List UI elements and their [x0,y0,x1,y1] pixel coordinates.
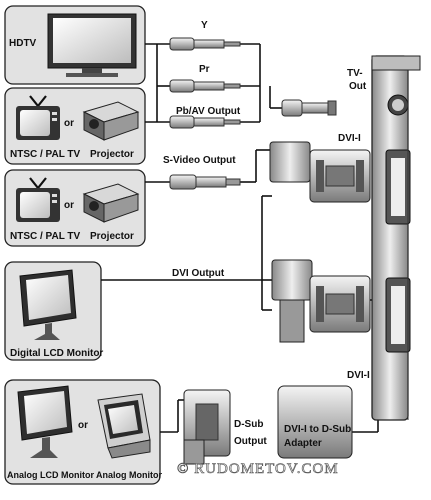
y-label: Y [201,20,208,31]
pb-av-output-label: Pb/AV Output [176,106,241,117]
or-label-1: or [64,118,74,129]
dvi-output-label: DVI Output [172,268,225,279]
dvi-port-bottom [385,277,411,353]
hdtv-icon [47,13,137,77]
rca-plug-pb [169,115,241,129]
digital-lcd-box: Digital LCD Monitor [4,261,103,361]
or-label-3: or [78,420,88,431]
dvi-to-dsub-adapter [277,385,353,459]
rca-plug-y [169,37,241,51]
tv-icon [16,95,60,140]
tv-projector-box-2: or NTSC / PAL TV Projector [4,169,146,247]
tv-label-1: NTSC / PAL TV [10,149,81,160]
rca-plug-pr [169,79,241,93]
dsub-label-2: Output [234,436,267,447]
dvi-port-top [385,149,411,225]
analog-lcd-label: Analog LCD Monitor [7,470,94,480]
tv-out-label-2: Out [349,81,367,92]
watermark-text: © RUDOMETOV.COM [177,461,339,477]
adapter-label-1: DVI-I to D-Sub [284,424,351,435]
projector-label-1: Projector [90,149,134,160]
analog-monitor-label: Analog Monitor [96,470,162,480]
analog-monitors-box: or Analog LCD Monitor Analog Monitor [4,379,162,485]
svideo-plug [169,174,241,190]
crt-monitor-icon [97,393,151,459]
adapter-label-2: Adapter [284,438,322,449]
projector-icon [82,101,140,141]
svideo-output-label: S-Video Output [163,155,236,166]
lcd-monitor-icon [19,269,77,340]
lcd-monitor-icon [17,385,73,458]
dvi-i-label-bottom: DVI-I [347,370,370,381]
tv-projector-box-1: or NTSC / PAL TV Projector [4,87,146,165]
hdtv-box: HDTV [4,5,146,85]
tv-icon [16,177,60,222]
graphics-card-bracket [371,55,421,421]
tv-out-breakout-plug [281,99,337,117]
dsub-plug [183,389,231,465]
tv-out-label-1: TV- [347,68,363,79]
dvi-plug-top [269,141,371,203]
dvi-i-label-top: DVI-I [338,133,361,144]
hdtv-label: HDTV [9,38,37,49]
digital-lcd-label: Digital LCD Monitor [10,348,103,359]
tv-label-2: NTSC / PAL TV [10,231,81,242]
projector-icon [82,183,140,223]
dsub-label-1: D-Sub [234,419,263,430]
pr-label: Pr [199,64,210,75]
dvi-plug-bottom [271,259,371,343]
projector-label-2: Projector [90,231,134,242]
or-label-2: or [64,200,74,211]
